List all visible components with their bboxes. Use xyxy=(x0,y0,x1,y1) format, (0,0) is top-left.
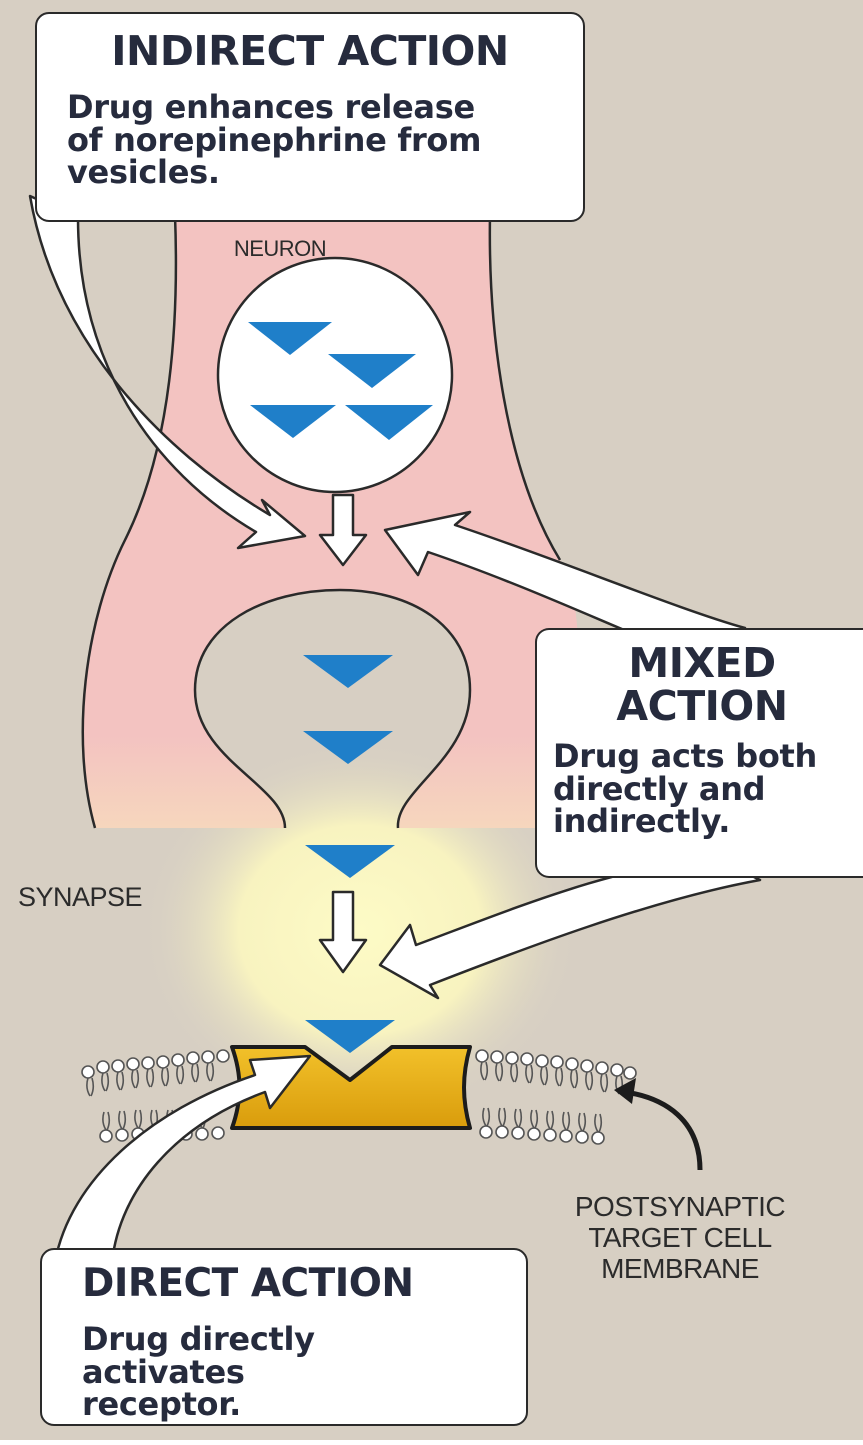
mixed-action-title-line1: MIXED xyxy=(553,642,851,685)
indirect-action-callout: INDIRECT ACTION Drug enhances release of… xyxy=(35,12,585,222)
direct-action-description: Drug directly activates receptor. xyxy=(82,1323,486,1421)
indirect-action-title: INDIRECT ACTION xyxy=(67,30,553,73)
neuron-label: NEURON xyxy=(205,236,355,262)
synapse-label: SYNAPSE xyxy=(18,882,198,913)
postsynaptic-membrane-label: POSTSYNAPTIC TARGET CELL MEMBRANE xyxy=(545,1192,815,1284)
indirect-action-description: Drug enhances release of norepinephrine … xyxy=(67,91,553,189)
vesicle xyxy=(218,258,452,492)
direct-action-title: DIRECT ACTION xyxy=(82,1264,486,1305)
mixed-action-callout: MIXED ACTION Drug acts both directly and… xyxy=(535,628,863,878)
mixed-action-title-line2: ACTION xyxy=(553,685,851,728)
direct-action-callout: DIRECT ACTION Drug directly activates re… xyxy=(40,1248,528,1426)
mixed-action-description: Drug acts both directly and indirectly. xyxy=(553,740,851,838)
